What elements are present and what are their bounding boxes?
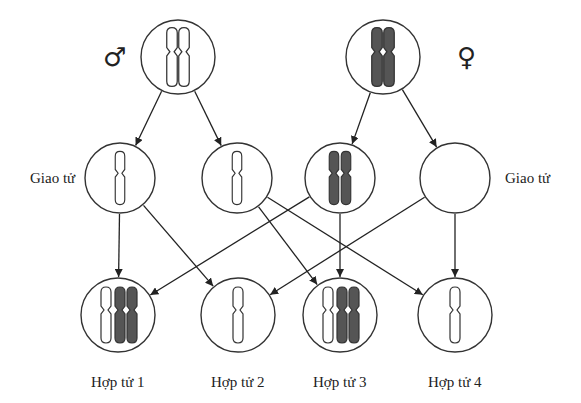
cell-circle [141,20,215,94]
white-chromatid [179,28,190,87]
cell-outline [419,142,491,214]
cell-outline [84,142,156,214]
arrow-line [150,197,309,295]
cell-circle [418,278,492,352]
cell-label: Hợp tử 2 [211,373,265,391]
chromosome-group [101,28,460,343]
cell-circle [85,143,155,213]
cell-circle [420,143,490,213]
cell-circle [305,143,375,213]
white-chromatid [101,287,111,343]
arrow-line [259,207,318,285]
arrow-line [144,205,214,286]
gamete-cell [201,142,273,214]
arrow-line [352,93,370,144]
cell-outline [80,277,156,353]
zygote-cell: Hợp tử 3 [302,277,378,353]
cell-label: Hợp tử 1 [91,373,145,391]
white-chromatid [233,287,243,343]
cell-label: Giao tử [30,169,75,187]
arrow-line [454,214,455,277]
zygote-cell: Hợp tử 4 [417,277,493,353]
cell-outline [302,277,378,353]
white-chromatid [115,151,125,204]
arrow-line [195,91,222,145]
white-chromatid [450,287,460,343]
zygote-cell: Hợp tử 2 [200,277,276,353]
arrow-line [136,91,162,145]
arrow-line [118,214,120,277]
gamete-cell: Giao tử [84,142,156,214]
cell-outline [201,142,273,214]
cell-outline [200,277,276,353]
cell-circle [201,278,275,352]
white-chromatid [323,287,333,343]
dark-chromatid [341,151,351,204]
cell-outline [304,142,376,214]
dark-chromatid [384,28,395,87]
arrow-line [402,90,436,147]
parent-cell: ♀ [345,19,421,95]
zygote-cell: Hợp tử 1 [80,277,156,353]
cell-label: Giao tử [505,169,550,187]
parent-cell: ♂ [140,19,216,95]
cell-circle [303,278,377,352]
white-chromatid [232,151,242,204]
dark-chromatid [337,287,347,343]
white-chromatid [167,28,178,87]
cell-outline [345,19,421,95]
arrow-line [339,214,340,277]
gamete-cell [304,142,376,214]
gamete-cell: Giao tử [419,142,491,214]
cell-circle [81,278,155,352]
cell-label: Hợp tử 4 [428,373,482,391]
dark-chromatid [329,151,339,204]
dark-chromatid [115,287,125,343]
arrow-line [270,197,425,295]
dark-chromatid [127,287,137,343]
sex-symbol: ♂ [103,42,126,72]
cell-label: Hợp tử 3 [313,373,367,391]
dark-chromatid [349,287,359,343]
cell-circle [346,20,420,94]
dark-chromatid [372,28,383,87]
sex-symbol: ♀ [457,42,476,72]
cell-outline [417,277,493,353]
arrow-line [268,197,423,295]
cell-circle [202,143,272,213]
cell-outline [140,19,216,95]
